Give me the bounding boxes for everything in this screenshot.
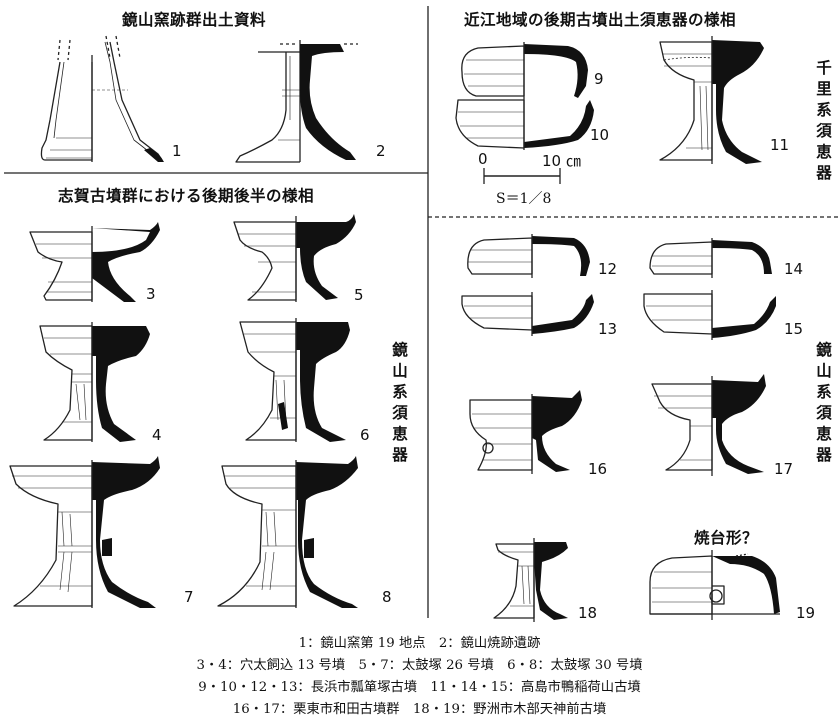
vessel-11 — [659, 36, 764, 164]
side-label-senri: 千里系須恵器 — [816, 59, 832, 182]
vessel-2 — [235, 40, 358, 163]
vessel-4 — [39, 322, 150, 442]
fig-number-9: 9 — [594, 70, 604, 88]
vessel-7 — [9, 456, 160, 608]
title-shiga-kofun: 志賀古墳群における後期後半の様相 — [58, 187, 315, 205]
fig-number-13: 13 — [598, 320, 618, 338]
vessel-15 — [643, 290, 776, 340]
title-omi-late-kofun: 近江地域の後期古墳出土須恵器の様相 — [464, 11, 737, 29]
fig-number-10: 10 — [590, 126, 610, 144]
fig-number-1: 1 — [172, 142, 182, 160]
vessel-13 — [461, 292, 594, 336]
vessel-14 — [649, 238, 772, 278]
side-label-kagamiyama-left: 鏡山系須恵器 — [392, 341, 408, 464]
fig-number-12: 12 — [598, 260, 618, 278]
caption-line-3: 9・10・12・13：長浜市瓢箪塚古墳 11・14・15：高島市鴨稲荷山古墳 — [198, 680, 641, 695]
vessel-8 — [217, 456, 358, 608]
fig-number-17: 17 — [774, 460, 794, 478]
fig-number-14: 14 — [784, 260, 804, 278]
fig-number-16: 16 — [588, 460, 608, 478]
caption-line-1: 1：鏡山窯第 19 地点 2：鏡山焼跡遺跡 — [298, 636, 541, 651]
vessel-6 — [239, 318, 350, 442]
fig-number-4: 4 — [152, 426, 162, 444]
fig-number-7: 7 — [184, 588, 194, 606]
vessel-12 — [467, 234, 590, 278]
caption-line-4: 16・17：栗東市和田古墳群 18・19：野洲市木部天神前古墳 — [232, 702, 607, 717]
vessel-9 — [461, 42, 588, 98]
vessel-5 — [233, 214, 356, 302]
title-kagamiyama-kiln: 鏡山窯跡群出土資料 — [122, 11, 267, 29]
fig-number-15: 15 — [784, 320, 804, 338]
fig-number-6: 6 — [360, 426, 370, 444]
fig-number-3: 3 — [146, 285, 156, 303]
vessel-10 — [455, 98, 594, 150]
vessel-19 — [649, 550, 780, 620]
fig-number-11: 11 — [770, 136, 790, 154]
caption-line-2: 3・4：穴太飼込 13 号墳 5・7：太鼓塚 26 号墳 6・8：太鼓塚 30 … — [196, 658, 643, 673]
vessel-1 — [40, 35, 164, 162]
scale-zero: 0 — [478, 150, 488, 168]
scale-bar — [483, 168, 561, 184]
fig-number-19: 19 — [796, 604, 816, 622]
vessel-18 — [493, 538, 568, 622]
scale-ratio: S＝1／8 — [496, 191, 552, 207]
fig-number-2: 2 — [376, 142, 386, 160]
title-firing-stand: 焼台形？ — [694, 529, 759, 547]
vessel-3 — [29, 222, 160, 302]
side-label-kagamiyama-right: 鏡山系須恵器 — [816, 341, 832, 464]
fig-number-5: 5 — [354, 286, 364, 304]
vessel-17 — [651, 374, 766, 476]
scale-ten: 10 ㎝ — [542, 152, 581, 170]
fig-number-8: 8 — [382, 588, 392, 606]
vessel-16 — [469, 390, 582, 474]
fig-number-18: 18 — [578, 604, 598, 622]
